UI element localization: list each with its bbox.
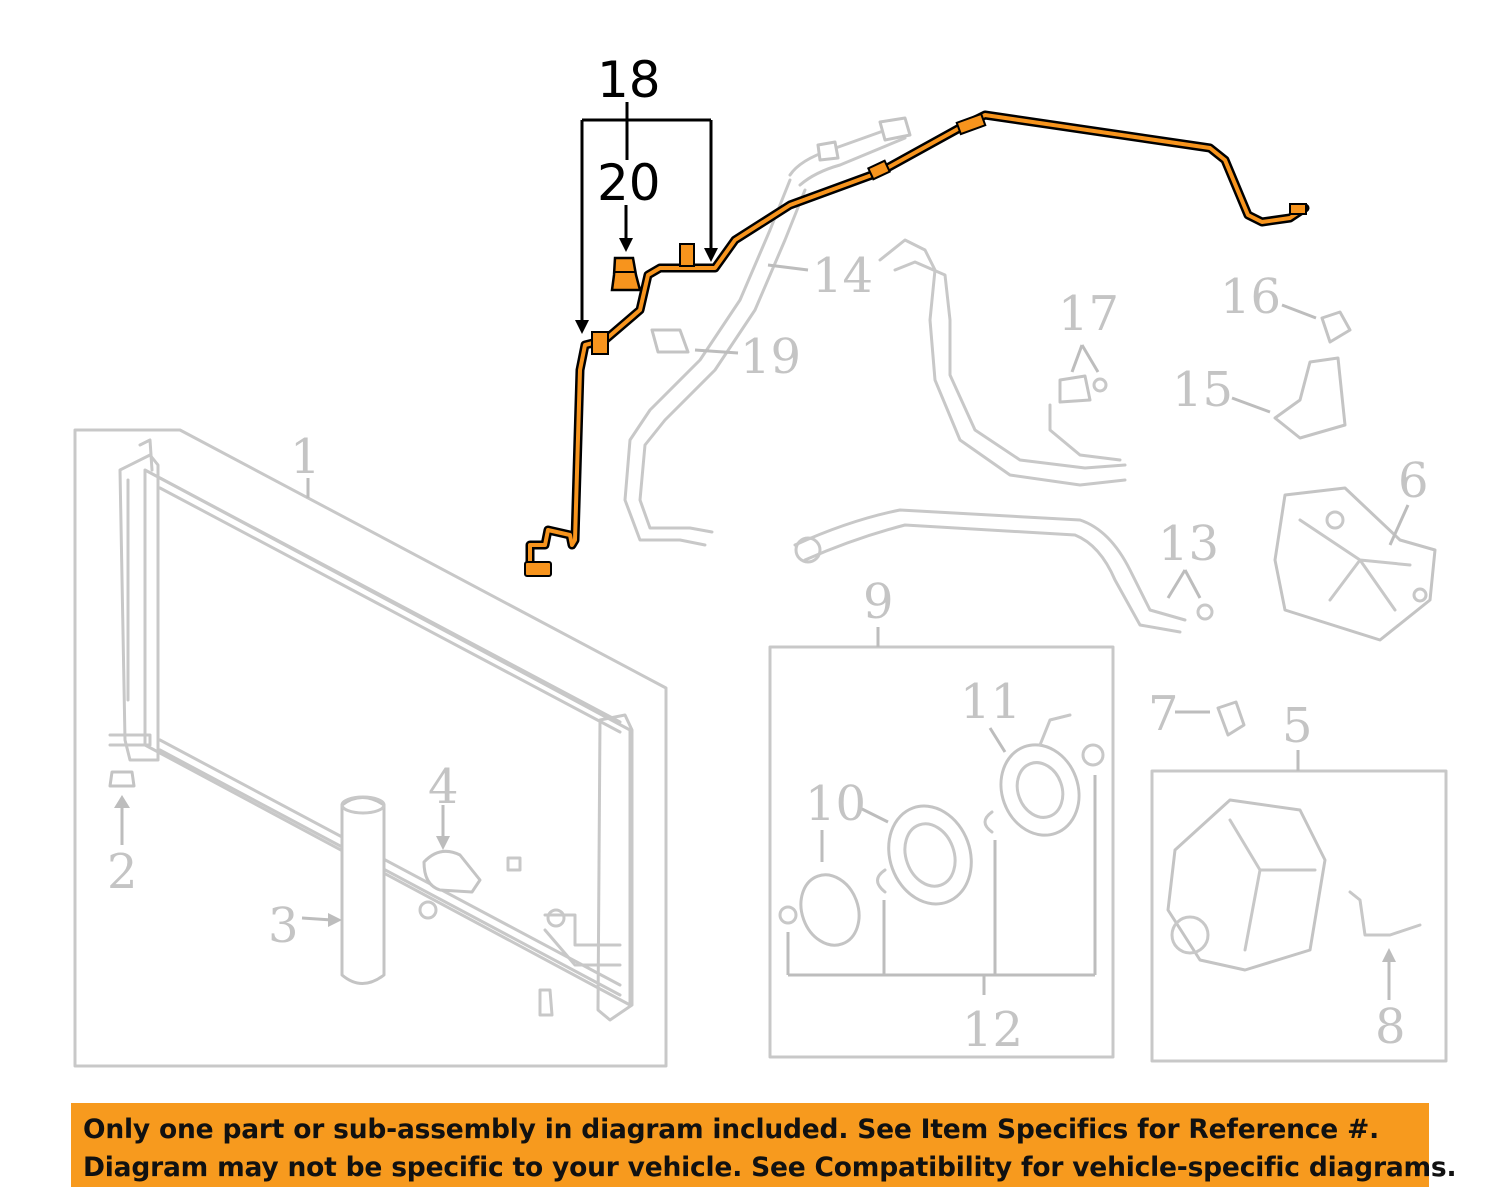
disclaimer-banner: Only one part or sub-assembly in diagram… [71,1103,1457,1187]
callout-12: 12 [962,1002,1023,1058]
highlighted-part-20-pressure-switch [610,256,642,292]
callout-18-20-leaders [575,102,718,334]
disclaimer-line-1: Only one part or sub-assembly in diagram… [83,1114,1379,1145]
callout-2: 2 [107,844,138,900]
callout-6: 6 [1398,453,1429,509]
part-3-receiver-drier [301,795,386,985]
condenser-left-tank [118,453,160,762]
part-2-bolt [108,770,136,845]
callout-4: 4 [428,759,459,815]
condenser-group [73,428,668,1068]
disclaimer-line-2: Diagram may not be specific to your vehi… [83,1152,1457,1183]
callout-11: 11 [960,674,1021,730]
part-15-16-bracket [1231,303,1352,440]
callout-8: 8 [1375,999,1406,1055]
callout-13: 13 [1158,516,1219,572]
condenser-group-frame [73,428,668,1068]
callout-14: 14 [812,248,873,304]
callout-leaders [306,263,809,498]
callout-numbers: 1 2 3 4 5 6 7 8 9 10 11 12 13 14 15 16 1… [107,51,1429,1058]
callout-3: 3 [268,898,299,954]
callout-20: 20 [597,154,661,212]
part-4-bracket [418,805,554,1017]
callout-1: 1 [290,429,321,485]
hose-17 [878,238,1127,487]
callout-18: 18 [597,51,661,109]
callout-16: 16 [1220,269,1281,325]
compressor-group [1150,700,1448,1063]
callout-10: 10 [805,776,866,832]
callout-17: 17 [1058,286,1119,342]
clutch-group-frame [768,645,1115,1059]
callout-5: 5 [1282,698,1313,754]
part-6-compressor-bracket [1273,486,1437,642]
condenser-right-tank [596,713,634,1022]
callout-15: 15 [1172,362,1233,418]
callout-19: 19 [740,329,801,385]
hose-13 [793,508,1214,634]
hose-14-19 [623,116,912,547]
callout-9: 9 [863,574,894,630]
clutch-group [768,627,1115,1059]
callout-7: 7 [1148,686,1179,742]
highlighted-part-18-liquid-line [524,110,1310,577]
